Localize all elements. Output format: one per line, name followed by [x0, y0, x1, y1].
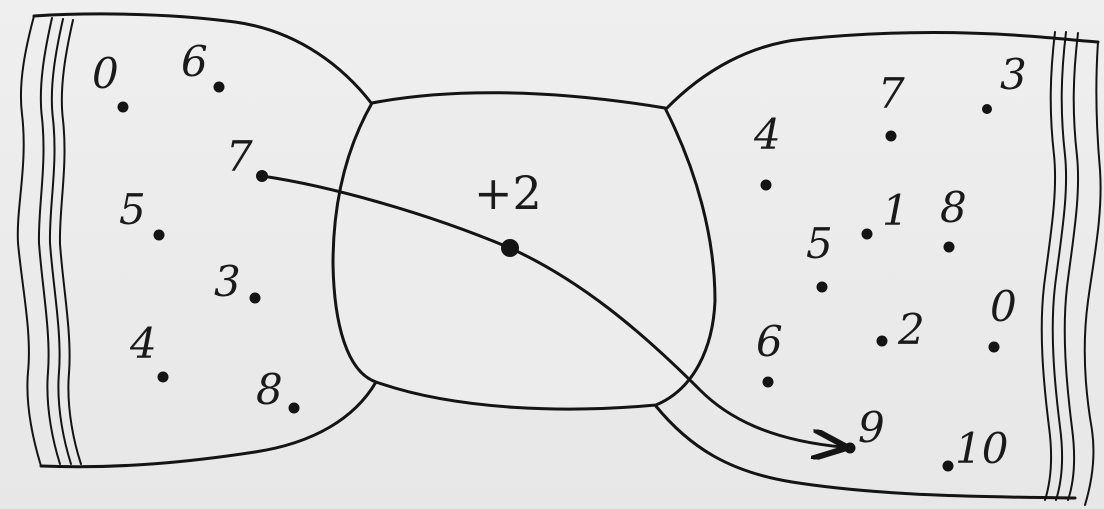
- right-number-dot: [943, 241, 955, 253]
- right-number-label: 1: [882, 186, 909, 235]
- right-number-dot: [988, 341, 1000, 353]
- right-number-dot: [876, 335, 888, 347]
- right-number-dot: [816, 281, 828, 293]
- mapping-arrow: [260, 174, 842, 447]
- right-number-dot: [885, 130, 897, 142]
- left-number-label: 3: [214, 257, 241, 306]
- center-knot: [331, 91, 717, 411]
- right-number-dot: [762, 376, 774, 388]
- right-number-dot: [844, 442, 856, 454]
- right-number-label: 5: [806, 219, 833, 268]
- operation-label: +2: [474, 166, 542, 220]
- right-number-label: 0: [990, 282, 1017, 331]
- right-number-dot: [982, 104, 992, 114]
- left-number-label: 4: [129, 319, 157, 368]
- left-number-label: 6: [181, 37, 208, 86]
- left-number-dot: [256, 170, 268, 182]
- left-number-dot: [153, 229, 165, 241]
- left-number-label: 7: [226, 132, 253, 181]
- right-number-label: 7: [878, 69, 905, 118]
- right-number-label: 8: [940, 183, 967, 232]
- right-number-label: 9: [858, 403, 885, 452]
- left-number-dot: [213, 81, 225, 93]
- right-number-dot: [760, 179, 772, 191]
- left-number-dot: [157, 371, 169, 383]
- right-number-label: 10: [955, 424, 1008, 473]
- left-number-set: 0 6 7 5 3 4 8: [92, 37, 300, 414]
- right-number-label: 2: [897, 305, 925, 354]
- right-number-dot: [861, 228, 873, 240]
- left-number-dot: [117, 101, 129, 113]
- left-number-label: 5: [119, 185, 146, 234]
- left-number-dot: [249, 292, 261, 304]
- right-number-dot: [942, 460, 954, 472]
- left-number-label: 0: [92, 49, 119, 98]
- right-number-set: 7 3 4 1 8 5 2 0 6 9 10: [753, 50, 1027, 473]
- right-bow-shape: [653, 30, 1102, 506]
- left-number-label: 8: [256, 365, 283, 414]
- right-number-label: 6: [756, 317, 783, 366]
- left-number-dot: [288, 402, 300, 414]
- right-number-label: 3: [1000, 50, 1027, 99]
- operator-center-dot: [501, 239, 519, 257]
- right-number-label: 4: [753, 110, 781, 159]
